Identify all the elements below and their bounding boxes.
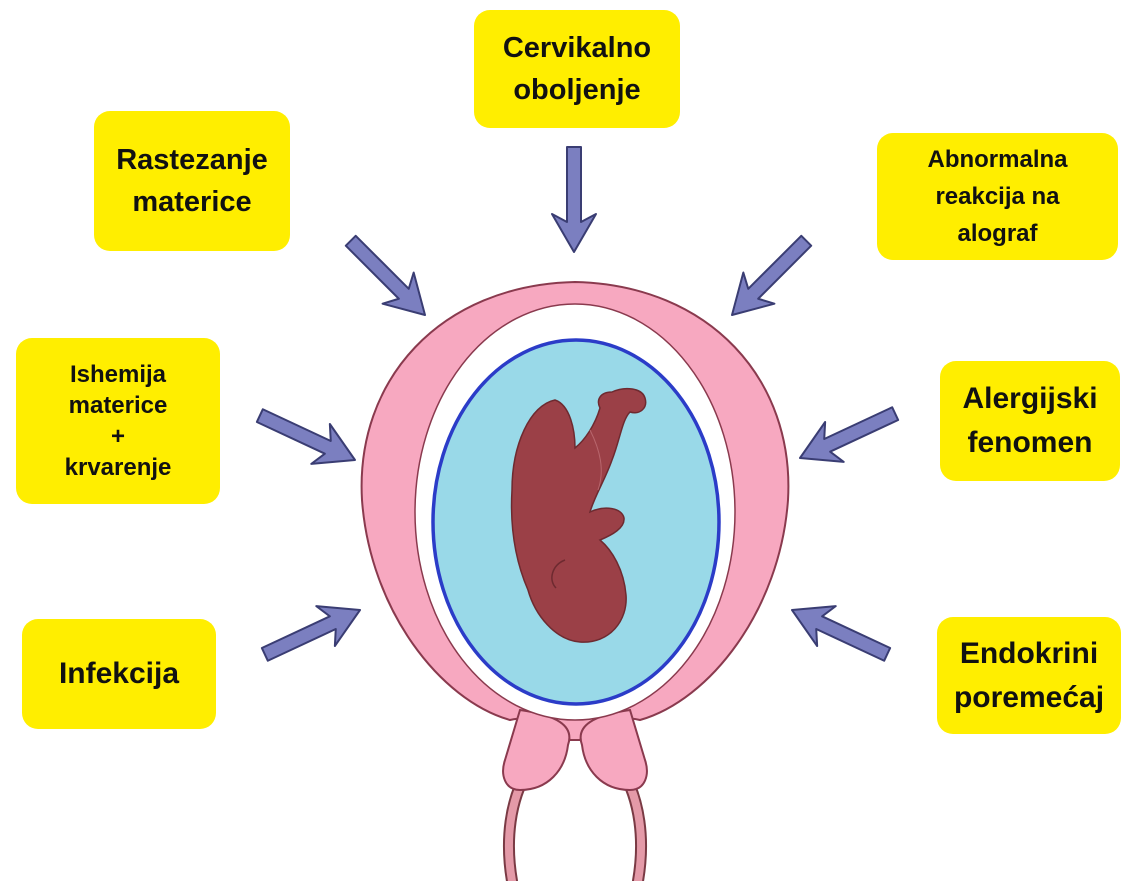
arrow-icon	[552, 147, 596, 252]
label-uterine-stretching-text: Rastezanje materice	[116, 139, 268, 223]
label-endocrine-disorder-text: Endokrini poremećaj	[954, 632, 1104, 720]
label-infection-text: Infekcija	[59, 654, 179, 694]
label-uterine-ischemia: Ishemija materice + krvarenje	[16, 338, 220, 504]
arrow-icon	[783, 590, 897, 674]
label-cervical-disease-text: Cervikalno oboljenje	[503, 27, 651, 111]
arrow-icon	[335, 225, 440, 330]
arrow-icon	[256, 590, 370, 674]
label-allergic-phenomenon-text: Alergijski fenomen	[962, 377, 1097, 465]
label-endocrine-disorder: Endokrini poremećaj	[937, 617, 1121, 734]
arrow-icon	[791, 394, 905, 478]
label-uterine-ischemia-text: Ishemija materice + krvarenje	[65, 359, 172, 483]
label-uterine-stretching: Rastezanje materice	[94, 111, 290, 251]
arrow-icon	[716, 225, 821, 330]
label-allograft-reaction-text: Abnormalna reakcija na alograf	[927, 141, 1067, 252]
label-cervical-disease: Cervikalno oboljenje	[474, 10, 680, 128]
label-allergic-phenomenon: Alergijski fenomen	[940, 361, 1120, 481]
arrow-icon	[251, 396, 365, 480]
label-allograft-reaction: Abnormalna reakcija na alograf	[877, 133, 1118, 260]
cervix	[503, 710, 569, 790]
label-infection: Infekcija	[22, 619, 216, 729]
